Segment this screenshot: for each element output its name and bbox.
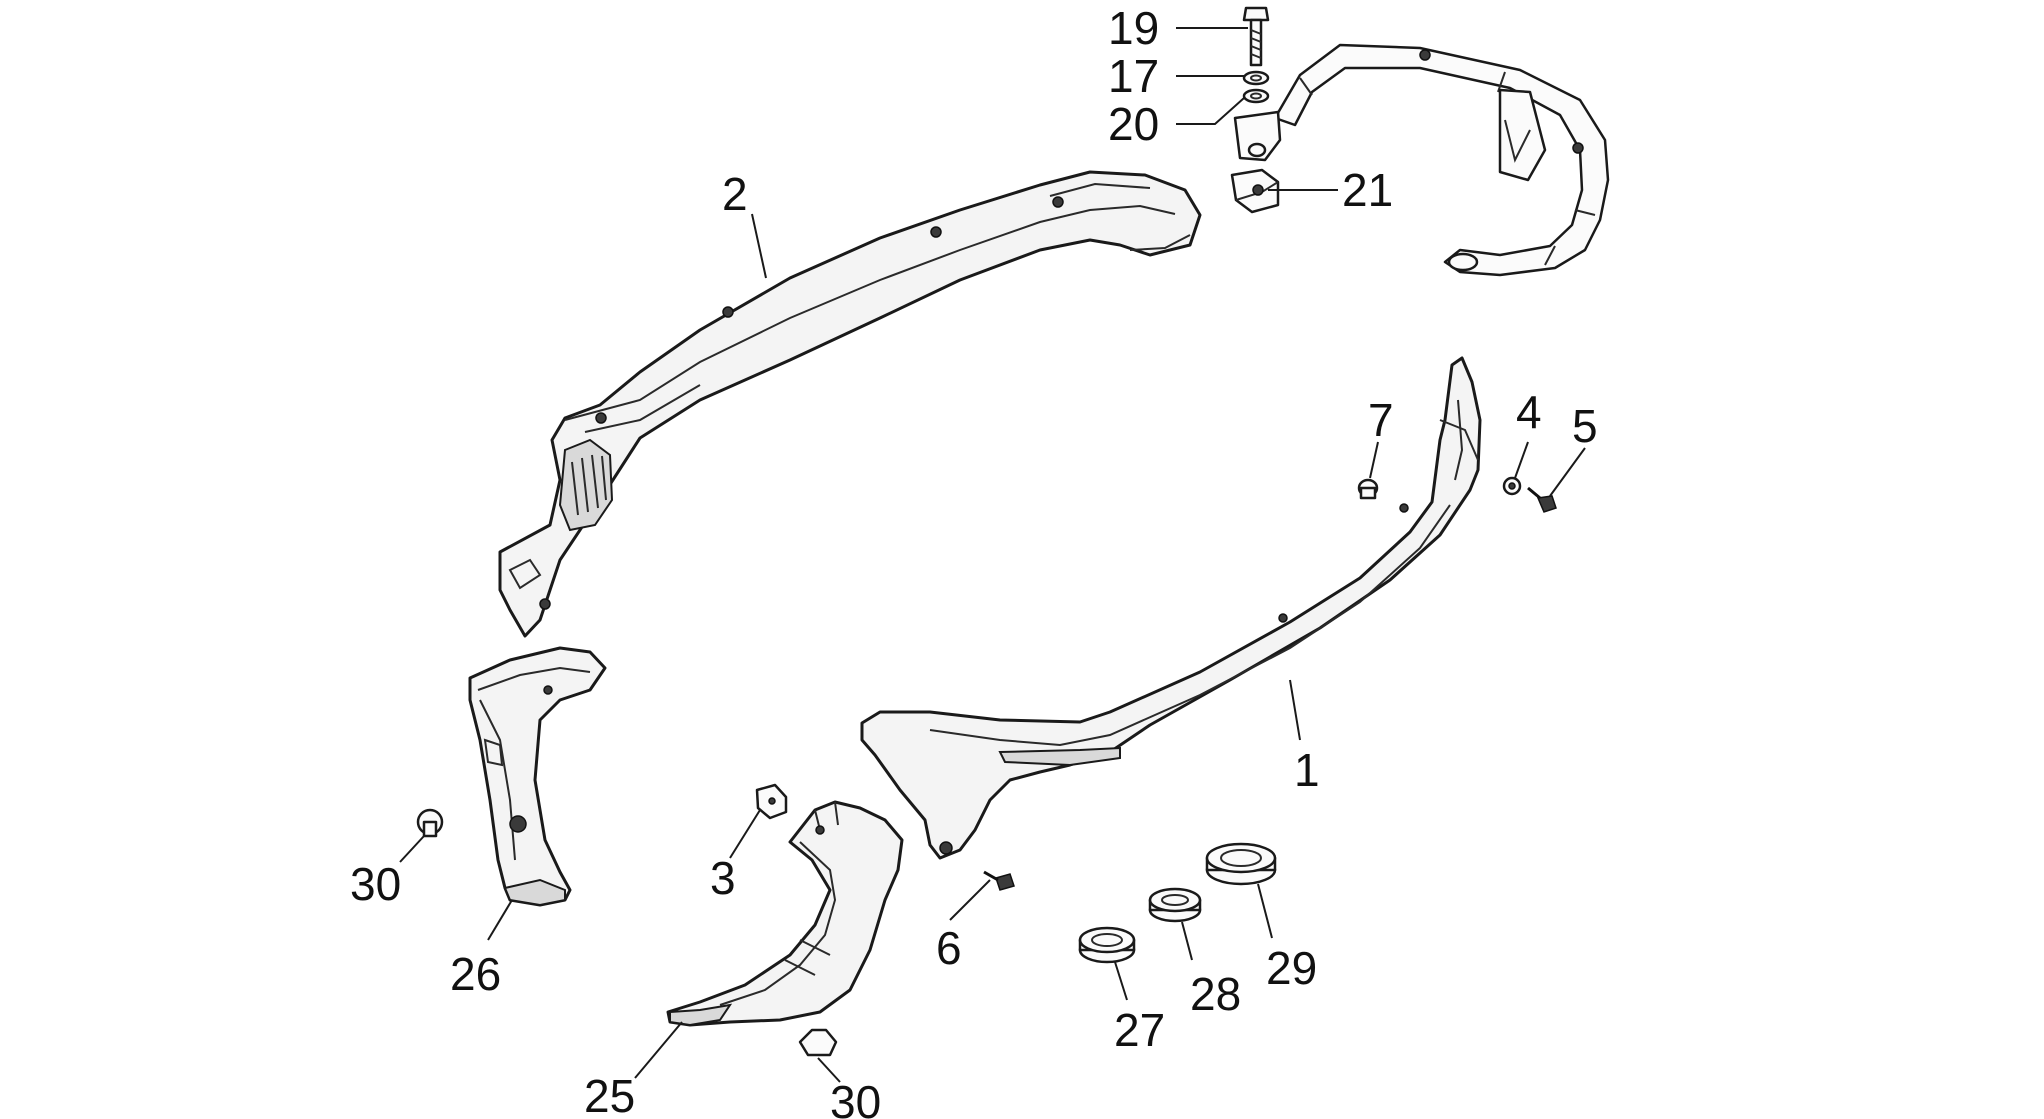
part-3-clip-nut (755, 783, 788, 820)
callout-26: 26 (450, 948, 501, 1000)
part-26-side-panel-bracket (468, 646, 607, 907)
part-1-lower-side-cover (860, 356, 1482, 860)
part-4-nut (1502, 476, 1522, 496)
callout-3: 3 (710, 852, 736, 904)
callout-28: 28 (1190, 968, 1241, 1020)
callout-20: 20 (1108, 98, 1159, 150)
part-2-upper-side-cover (498, 170, 1202, 638)
callout-25: 25 (584, 1070, 635, 1119)
leader-lines (399, 27, 1586, 1083)
callout-27: 27 (1114, 1004, 1165, 1056)
part-20-washer (1242, 88, 1270, 104)
callout-7: 7 (1368, 394, 1394, 446)
part-5-screw (1527, 486, 1557, 513)
callout-17: 17 (1108, 50, 1159, 102)
callout-1: 1 (1294, 744, 1320, 796)
callout-19: 19 (1108, 2, 1159, 54)
rear-grab-rail (1233, 43, 1610, 277)
callout-21: 21 (1342, 164, 1393, 216)
part-25-lower-bracket (666, 800, 904, 1027)
part-17-washer (1242, 70, 1270, 86)
callout-30-bottom: 30 (830, 1076, 881, 1119)
callout-labels: 19 17 20 21 2 7 4 5 1 3 6 30 26 25 30 27… (350, 2, 1598, 1119)
part-30-push-clip-bottom (798, 1028, 838, 1057)
part-27-bushing (1078, 926, 1136, 964)
callout-5: 5 (1572, 400, 1598, 452)
part-29-bushing (1205, 842, 1277, 886)
callout-29: 29 (1266, 942, 1317, 994)
callout-6: 6 (936, 922, 962, 974)
part-21-clip-nut (1230, 168, 1280, 214)
callout-4: 4 (1516, 386, 1542, 438)
part-28-bushing (1148, 887, 1202, 923)
callout-2: 2 (722, 168, 748, 220)
part-7-grommet (1357, 478, 1379, 500)
part-30-push-clip-left (416, 808, 444, 838)
callout-30-left: 30 (350, 858, 401, 910)
part-19-bolt (1242, 6, 1270, 67)
part-6-screw (983, 870, 1015, 891)
